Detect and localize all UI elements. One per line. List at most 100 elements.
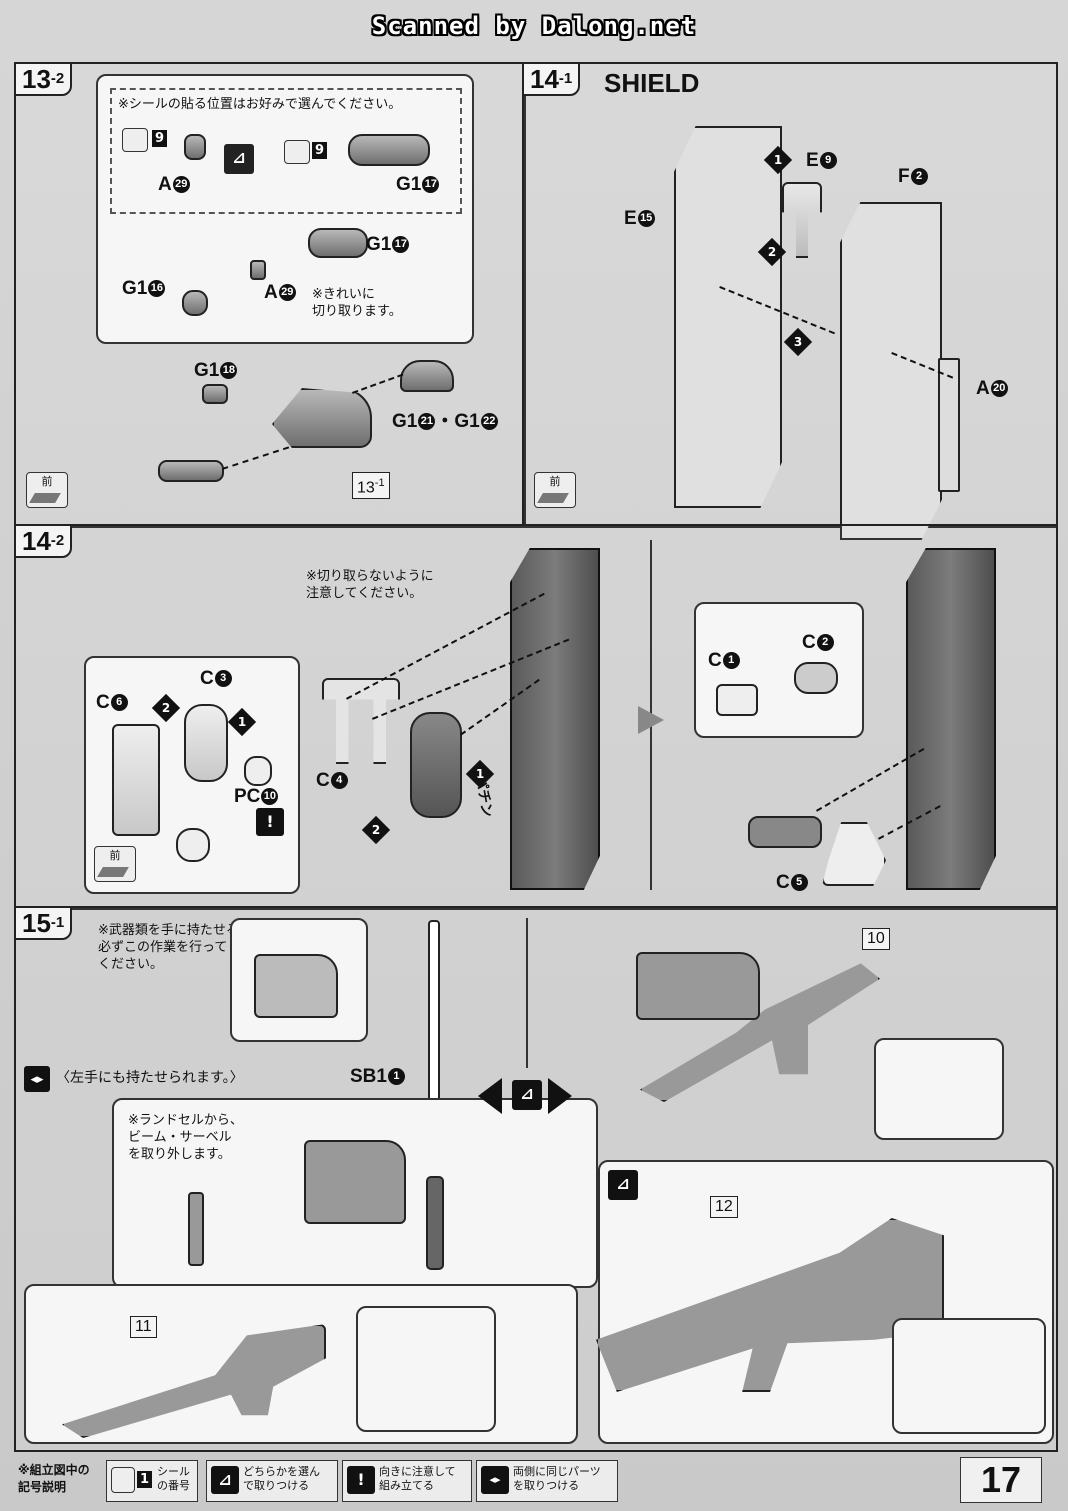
step-marker-1: 1 (227, 707, 257, 737)
bazooka-grip-detail (892, 1318, 1046, 1434)
page-number: 17 (960, 1457, 1042, 1503)
part-a20-blade (938, 358, 960, 492)
section-title: SHIELD (604, 68, 700, 98)
part-g117-cylinder (348, 134, 430, 166)
legend-both: ◂▸ 両側に同じパーツ を取りつける (476, 1460, 618, 1502)
step-number: 14-1 (522, 62, 581, 96)
part-a29-small (184, 134, 206, 160)
choose-one-icon: ⊿ (608, 1170, 638, 1200)
part-g117-cylinder-2 (308, 228, 368, 258)
part-g116 (182, 290, 208, 316)
legend-seal: 1 シール の番号 (106, 1460, 198, 1502)
seal-number-2: 9 (312, 142, 328, 159)
ref-12: 12 (710, 1196, 738, 1218)
choose-one-icon: ⊿ (224, 144, 254, 174)
hand-grip (304, 1140, 406, 1224)
shield-back-view-2 (906, 548, 996, 890)
step-15-1-panel: 15-1 ※武器類を手に持たせるときは、 必ずこの作業を行って ください。 ◂▸… (14, 906, 1058, 1452)
part-a29 (250, 260, 266, 280)
step-number: 15-1 (14, 906, 73, 940)
seal-number: 1 (137, 1471, 153, 1488)
pc10-detail (176, 828, 210, 862)
front-indicator: 前 (534, 472, 576, 508)
choose-one-icon: ⊿ (512, 1080, 542, 1110)
ref-step-13-1: 13-1 (352, 472, 390, 500)
part-c5-handle (822, 822, 886, 886)
legend-seal-text: シール の番号 (157, 1465, 190, 1492)
seal-icon (111, 1467, 135, 1493)
saber-detail: ※ランドセルから、 ビーム・サーベル を取り外します。 (112, 1098, 598, 1288)
legend-title: ※組立図中の 記号説明 (18, 1463, 90, 1494)
shield-back-view (510, 548, 600, 890)
right-arrow-icon (548, 1078, 572, 1114)
seal-icon-2 (284, 140, 310, 164)
part-c1 (716, 684, 758, 716)
proceed-arrow-icon (638, 706, 664, 734)
choose-one-icon: ⊿ (211, 1466, 239, 1494)
legend-direction-text: 向きに注意して 組み立てる (379, 1465, 456, 1492)
legend-choose: ⊿ どちらかを選ん で取りつける (206, 1460, 338, 1502)
legend-choose-text: どちらかを選ん で取りつける (243, 1465, 320, 1492)
part-pc10 (244, 756, 272, 786)
step-number: 13-2 (14, 62, 73, 96)
hand-with-rifle (636, 952, 760, 1020)
seal-position-note: ※シールの貼る位置はお好みで選んでください。 (118, 97, 402, 112)
symbol-legend: ※組立図中の 記号説明 1 シール の番号 ⊿ どちらかを選ん で取りつける !… (0, 1456, 1068, 1511)
cut-clean-note: ※きれいに 切り取ります。 (312, 287, 402, 319)
rifle-panel: 11 (24, 1284, 578, 1444)
part-g121-g122 (400, 360, 454, 392)
step-marker-3: 3 (783, 327, 813, 357)
trigger-detail (874, 1038, 1004, 1140)
seal-choice-area (110, 88, 462, 214)
beam-rifle-small (62, 1324, 326, 1438)
assembly-arrow (222, 446, 290, 470)
front-indicator: 前 (94, 846, 136, 882)
part-c3 (184, 704, 228, 782)
warning-icon: ! (347, 1466, 375, 1494)
part-g118 (202, 384, 228, 404)
click-sound: パチン (471, 774, 496, 819)
saber-hilt (426, 1176, 444, 1270)
assembly-arrow (352, 373, 404, 394)
step-marker-1: 1 (763, 145, 793, 175)
beam-rifle-barrel (158, 460, 224, 482)
both-sides-icon: ◂▸ (24, 1066, 50, 1092)
part-e9 (782, 182, 822, 258)
grip-clip-assembled (748, 816, 822, 848)
ref-11: 11 (130, 1316, 157, 1338)
step-marker-2: 2 (151, 693, 181, 723)
seal-number: 9 (152, 130, 168, 147)
part-c2 (794, 662, 838, 694)
ref-10: 10 (862, 928, 890, 950)
legend-both-text: 両側に同じパーツ を取りつける (513, 1465, 601, 1492)
shield-outer-f2 (840, 202, 942, 540)
shield-inner-e15 (674, 126, 782, 508)
both-sides-icon: ◂▸ (481, 1466, 509, 1494)
left-hand-note: 〈左手にも持たせられます。〉 (56, 1070, 244, 1086)
legend-direction: ! 向きに注意して 組み立てる (342, 1460, 472, 1502)
